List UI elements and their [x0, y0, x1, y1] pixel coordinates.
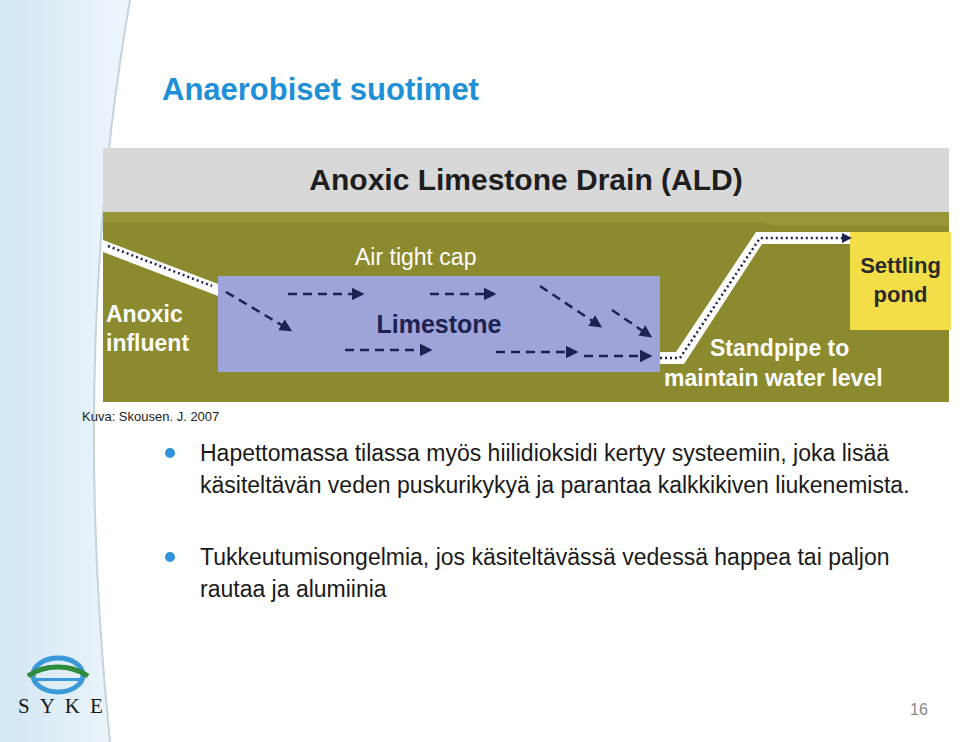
- limestone-bed: Limestone: [218, 276, 660, 372]
- page-number: 16: [910, 700, 928, 719]
- limestone-bed-fill: [218, 276, 660, 372]
- settling-pond: Settling pond: [850, 232, 951, 330]
- node-label: Limestone: [376, 308, 501, 341]
- slide-title: Anaerobiset suotimet: [162, 72, 479, 108]
- bullet-text: Hapettomassa tilassa myös hiilidioksidi …: [200, 438, 920, 501]
- bullet-dot: [165, 448, 175, 458]
- influent-label: Anoxic influent: [106, 300, 214, 358]
- influent-flow: [108, 246, 212, 286]
- node-label: Settling pond: [854, 252, 947, 309]
- figure-caption: Kuva: Skousen. J. 2007: [82, 409, 219, 424]
- influent-pipe: [103, 240, 218, 296]
- ground-surface: [103, 212, 949, 226]
- title-band: [103, 148, 949, 212]
- ground: [103, 148, 949, 402]
- settling-pond-fill: [850, 232, 951, 330]
- cap-label: Air tight cap: [355, 244, 476, 272]
- bullet-text: Tukkeutumisongelmia, jos käsiteltävässä …: [200, 542, 920, 605]
- bullet-dot: [165, 552, 175, 562]
- figure-heading: Anoxic Limestone Drain (ALD): [103, 162, 949, 198]
- flow-arrows: [226, 286, 650, 356]
- syke-logo: [28, 658, 88, 692]
- standpipe-label: Standpipe to maintain water level: [664, 334, 948, 394]
- logo-text: SYKE: [18, 694, 113, 719]
